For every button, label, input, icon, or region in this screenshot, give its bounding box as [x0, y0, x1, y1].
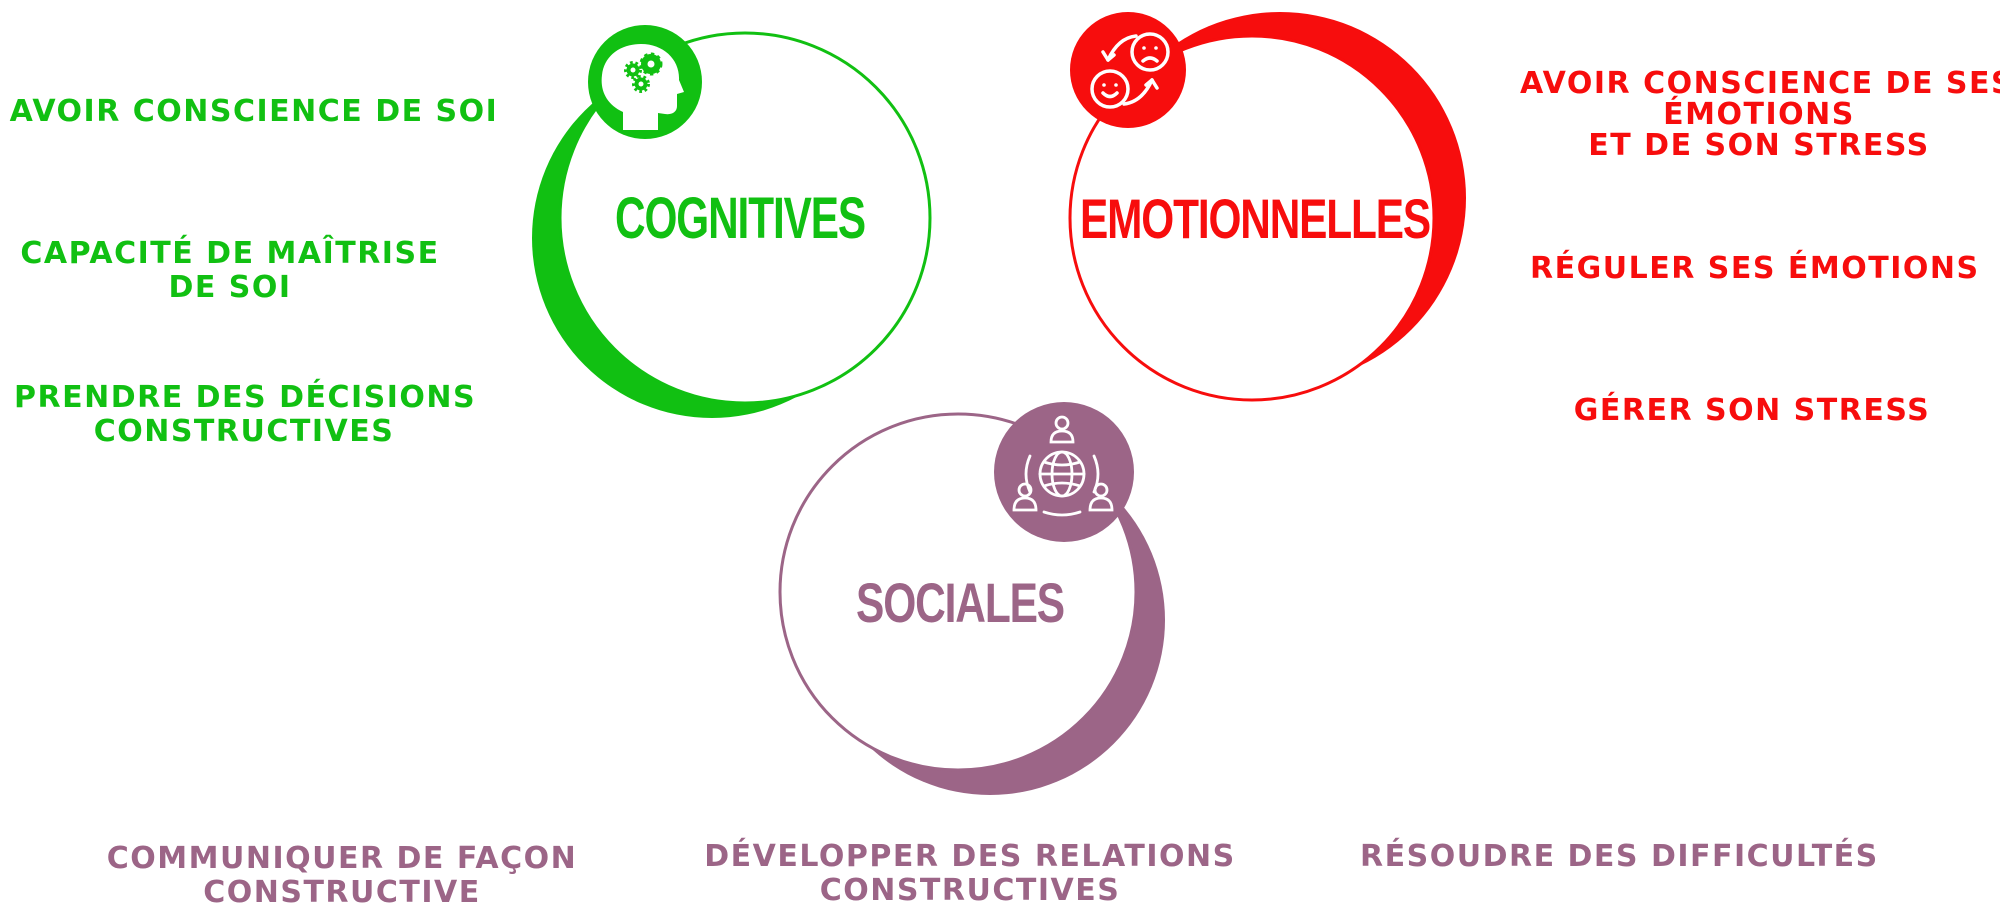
emotional-title: EMOTIONNELLES: [1080, 187, 1430, 250]
social-item-line: DÉVELOPPER DES RELATIONS: [704, 839, 1236, 874]
cognitive-item-decisions: PRENDRE DES DÉCISIONS CONSTRUCTIVES: [14, 380, 477, 449]
emotional-item-line: ÉMOTIONS: [1663, 97, 1855, 132]
cognitive-item-self-awareness: AVOIR CONSCIENCE DE SOI: [6, 95, 502, 129]
social-item-communicate: COMMUNIQUER DE FAÇON CONSTRUCTIVE: [102, 842, 582, 910]
emotional-item-regulate: RÉGULER SES ÉMOTIONS: [1530, 251, 1980, 286]
emotional-item-line: ET DE SON STRESS: [1588, 128, 1930, 163]
cognitive-item-line: DE SOI: [168, 270, 292, 305]
head-gears-icon: [588, 25, 702, 139]
cognitive-item-line: CAPACITÉ DE MAÎTRISE: [20, 236, 440, 271]
social-item-line: RÉSOUDRE DES DIFFICULTÉS: [1360, 839, 1879, 874]
social-item-relations: DÉVELOPPER DES RELATIONS CONSTRUCTIVES: [700, 840, 1240, 908]
social-circle-group: SOCIALES: [778, 402, 1165, 795]
emotional-item-line: AVOIR CONSCIENCE DE SES: [1520, 66, 2000, 101]
emotional-item-line: GÉRER SON STRESS: [1573, 393, 1931, 428]
cognitive-item-line: PRENDRE DES DÉCISIONS: [14, 380, 477, 415]
cognitive-title: COGNITIVES: [615, 186, 865, 251]
social-item-line: CONSTRUCTIVE: [203, 875, 481, 910]
network-globe-icon: [994, 402, 1134, 542]
emotional-item-awareness: AVOIR CONSCIENCE DE SES ÉMOTIONS ET DE S…: [1520, 66, 2000, 163]
mood-cycle-icon: [1070, 12, 1186, 128]
emotional-item-line: RÉGULER SES ÉMOTIONS: [1530, 251, 1980, 286]
cognitive-item-self-control: CAPACITÉ DE MAÎTRISE DE SOI: [14, 237, 446, 305]
cognitive-item-line: CONSTRUCTIVES: [93, 414, 395, 449]
cognitive-item-line: AVOIR CONSCIENCE DE SOI: [9, 94, 499, 129]
social-item-line: COMMUNIQUER DE FAÇON: [106, 841, 578, 876]
social-title: SOCIALES: [856, 571, 1064, 634]
emotional-circle-group: EMOTIONNELLES: [1068, 12, 1466, 402]
emotional-item-stress: GÉRER SON STRESS: [1560, 394, 1944, 428]
social-item-line: CONSTRUCTIVES: [819, 873, 1121, 908]
emotional-circle: [1068, 34, 1436, 402]
cognitive-circle-group: COGNITIVES: [532, 25, 932, 418]
social-item-difficulties: RÉSOUDRE DES DIFFICULTÉS: [1360, 839, 1879, 874]
